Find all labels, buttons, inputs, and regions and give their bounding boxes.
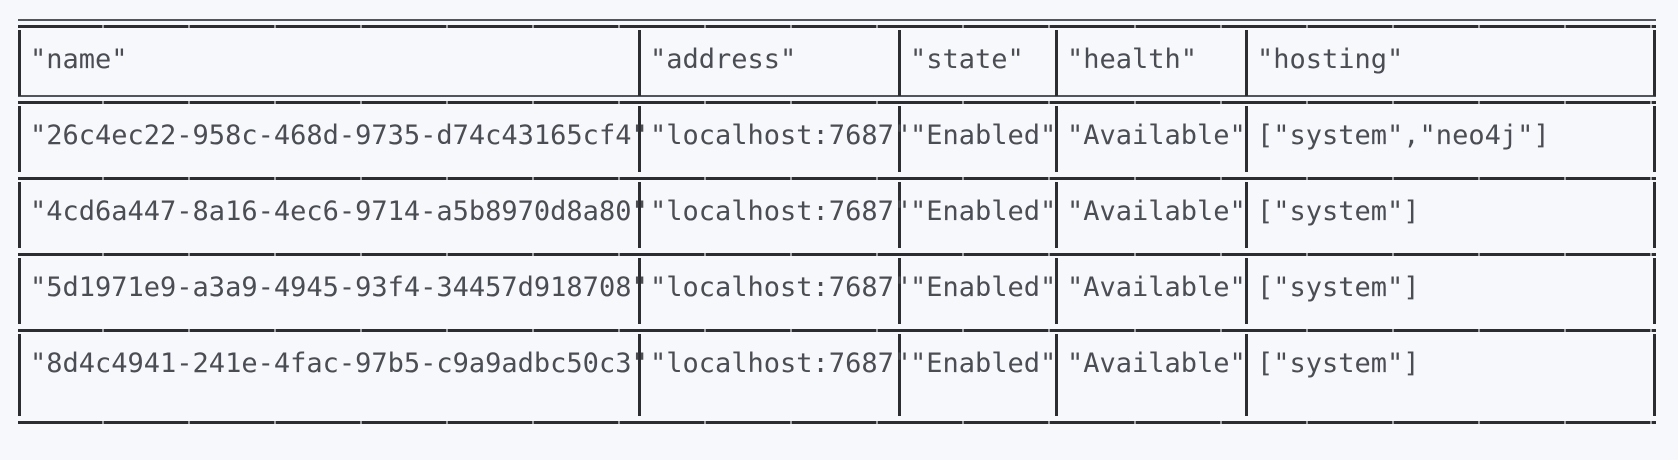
- table-row-3-address: "localhost:7687": [650, 272, 911, 303]
- table-row-1-hosting: ["system","neo4j"]: [1257, 120, 1550, 151]
- table-row-4-state: "Enabled": [910, 348, 1057, 379]
- column-header-health: "health": [1067, 44, 1198, 75]
- rule-ticks-upper: [18, 95, 1656, 97]
- colsep-2-row-1: [898, 106, 901, 172]
- table-row-3-health: "Available": [1067, 272, 1246, 303]
- table-row-4-name: "8d4c4941-241e-4fac-97b5-c9a9adbc50c3": [30, 348, 648, 379]
- colsep-4-row-1: [1245, 106, 1248, 172]
- table-row-1-health: "Available": [1067, 120, 1246, 151]
- table-row-3-hosting: ["system"]: [1257, 272, 1420, 303]
- column-header-address: "address": [650, 44, 797, 75]
- colsep-2-header: [898, 30, 901, 96]
- table-row-4-hosting: ["system"]: [1257, 348, 1420, 379]
- table-row-2-state: "Enabled": [910, 196, 1057, 227]
- rule-ticks: [18, 177, 1656, 180]
- table-row-1-state: "Enabled": [910, 120, 1057, 151]
- table-row-1-name: "26c4ec22-958c-468d-9735-d74c43165cf4": [30, 120, 648, 151]
- table-row-3-name: "5d1971e9-a3a9-4945-93f4-34457d918708": [30, 272, 648, 303]
- table-bottom-border: [18, 421, 1656, 424]
- colsep-1-row-3: [638, 258, 641, 324]
- colsep-4-row-4: [1245, 334, 1248, 416]
- border-left-row-2: [18, 182, 21, 248]
- rule-ticks: [18, 329, 1656, 332]
- colsep-2-row-4: [898, 334, 901, 416]
- rule-ticks: [18, 25, 1656, 28]
- border-left-row-3: [18, 258, 21, 324]
- colsep-1-row-1: [638, 106, 641, 172]
- border-left-row-4: [18, 334, 21, 416]
- table-row-2-name: "4cd6a447-8a16-4ec6-9714-a5b8970d8a80": [30, 196, 648, 227]
- rule-ticks: [18, 253, 1656, 256]
- rule-ticks: [18, 101, 1656, 104]
- border-right-row-2: [1653, 182, 1656, 248]
- column-header-name: "name": [30, 44, 128, 75]
- row-separator-2: [18, 253, 1656, 256]
- row-separator-3: [18, 329, 1656, 332]
- row-separator-1: [18, 177, 1656, 180]
- table-row-4-health: "Available": [1067, 348, 1246, 379]
- column-header-state: "state": [910, 44, 1024, 75]
- colsep-3-row-4: [1055, 334, 1058, 416]
- colsep-4-row-3: [1245, 258, 1248, 324]
- colsep-3-header: [1055, 30, 1058, 96]
- colsep-3-row-1: [1055, 106, 1058, 172]
- table-row-1-address: "localhost:7687": [650, 120, 911, 151]
- table-row-2-address: "localhost:7687": [650, 196, 911, 227]
- colsep-2-row-3: [898, 258, 901, 324]
- border-right-row-1: [1653, 106, 1656, 172]
- table-top-border: [18, 19, 1656, 28]
- table-row-2-hosting: ["system"]: [1257, 196, 1420, 227]
- border-right-header: [1653, 30, 1656, 96]
- colsep-4-header: [1245, 30, 1248, 96]
- border-left-header: [18, 30, 21, 96]
- table-row-3-state: "Enabled": [910, 272, 1057, 303]
- table-row-2-health: "Available": [1067, 196, 1246, 227]
- rule-ticks: [18, 421, 1656, 424]
- border-right-row-3: [1653, 258, 1656, 324]
- colsep-1-row-4: [638, 334, 641, 416]
- border-right-row-4: [1653, 334, 1656, 416]
- header-separator: [18, 95, 1656, 104]
- colsep-1-row-2: [638, 182, 641, 248]
- colsep-3-row-2: [1055, 182, 1058, 248]
- table-row-4-address: "localhost:7687": [650, 348, 911, 379]
- colsep-4-row-2: [1245, 182, 1248, 248]
- colsep-2-row-2: [898, 182, 901, 248]
- colsep-1-header: [638, 30, 641, 96]
- border-left-row-1: [18, 106, 21, 172]
- colsep-3-row-3: [1055, 258, 1058, 324]
- column-header-hosting: "hosting": [1257, 44, 1404, 75]
- rule-ticks-upper: [18, 19, 1656, 21]
